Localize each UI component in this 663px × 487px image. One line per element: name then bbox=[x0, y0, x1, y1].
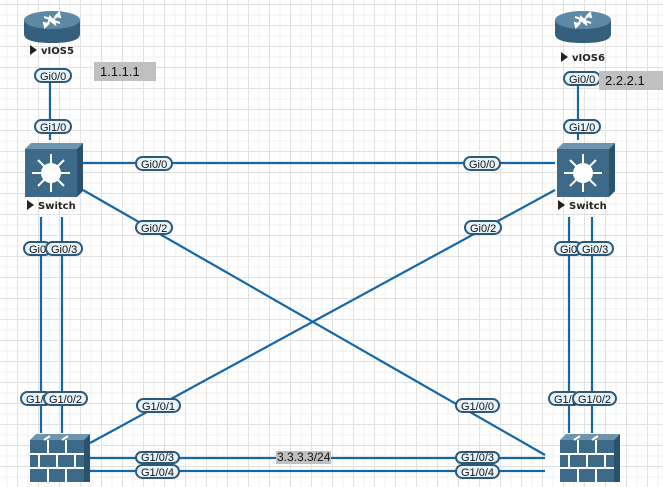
address-vios6: 2.2.2.1 bbox=[599, 71, 663, 90]
play-triangle-icon bbox=[27, 200, 34, 210]
firewall-left[interactable] bbox=[28, 432, 92, 482]
router-vios6-label: vIOS6 bbox=[561, 52, 605, 64]
firewall-right[interactable] bbox=[558, 432, 622, 482]
address-vios5: 1.1.1.1 bbox=[94, 62, 156, 81]
port-fwR-g1-0-0[interactable]: G1/0/0 bbox=[455, 398, 501, 413]
port-fwR-g1-0-3[interactable]: G1/0/3 bbox=[455, 451, 501, 464]
port-fwL-g1-0-3[interactable]: G1/0/3 bbox=[135, 451, 181, 464]
firewall-icon bbox=[30, 434, 90, 482]
switch-left[interactable] bbox=[23, 141, 83, 197]
port-vios6-gi0-0[interactable]: Gi0/0 bbox=[563, 71, 602, 86]
port-switchR-gi0-3[interactable]: Gi0/3 bbox=[576, 241, 615, 256]
port-switchR-gi0-1[interactable]: Gi0 bbox=[554, 241, 584, 256]
router-icon bbox=[24, 11, 80, 43]
port-switchR-gi0-2[interactable]: Gi0/2 bbox=[464, 220, 503, 235]
firewall-icon bbox=[560, 434, 620, 482]
router-vios5[interactable] bbox=[22, 6, 82, 46]
port-fwL-g1-0-2[interactable]: G1/0/2 bbox=[43, 391, 89, 406]
port-fwR-g1-0-2[interactable]: G1/0/2 bbox=[572, 391, 618, 406]
play-triangle-icon bbox=[561, 52, 568, 62]
address-firewall-link: 3.3.3.3/24 bbox=[276, 450, 332, 464]
port-fwR-g1-0-4[interactable]: G1/0/4 bbox=[455, 464, 501, 479]
play-triangle-icon bbox=[558, 200, 565, 210]
port-switchL-gi1-0[interactable]: Gi1/0 bbox=[34, 119, 73, 134]
switch-icon bbox=[25, 143, 83, 197]
router-icon bbox=[555, 11, 611, 43]
port-vios5-gi0-0[interactable]: Gi0/0 bbox=[34, 68, 73, 83]
router-vios6[interactable] bbox=[553, 6, 613, 46]
port-fwL-g1-0-4[interactable]: G1/0/4 bbox=[135, 464, 181, 479]
port-switchL-gi0-3[interactable]: Gi0/3 bbox=[45, 241, 84, 256]
switch-right-label: Switch bbox=[558, 200, 607, 212]
switch-right[interactable] bbox=[555, 141, 615, 197]
port-switchR-gi1-0[interactable]: Gi1/0 bbox=[563, 119, 602, 134]
switch-icon bbox=[557, 143, 615, 197]
port-switchR-gi0-0[interactable]: Gi0/0 bbox=[463, 156, 502, 171]
router-vios5-label: vIOS5 bbox=[30, 45, 74, 57]
switch-left-label: Switch bbox=[27, 200, 76, 212]
play-triangle-icon bbox=[30, 45, 37, 55]
port-switchL-gi0-2[interactable]: Gi0/2 bbox=[135, 220, 174, 235]
port-fwL-g1-0-1[interactable]: G1/0/1 bbox=[136, 398, 182, 413]
port-switchL-gi0-0[interactable]: Gi0/0 bbox=[135, 156, 174, 171]
